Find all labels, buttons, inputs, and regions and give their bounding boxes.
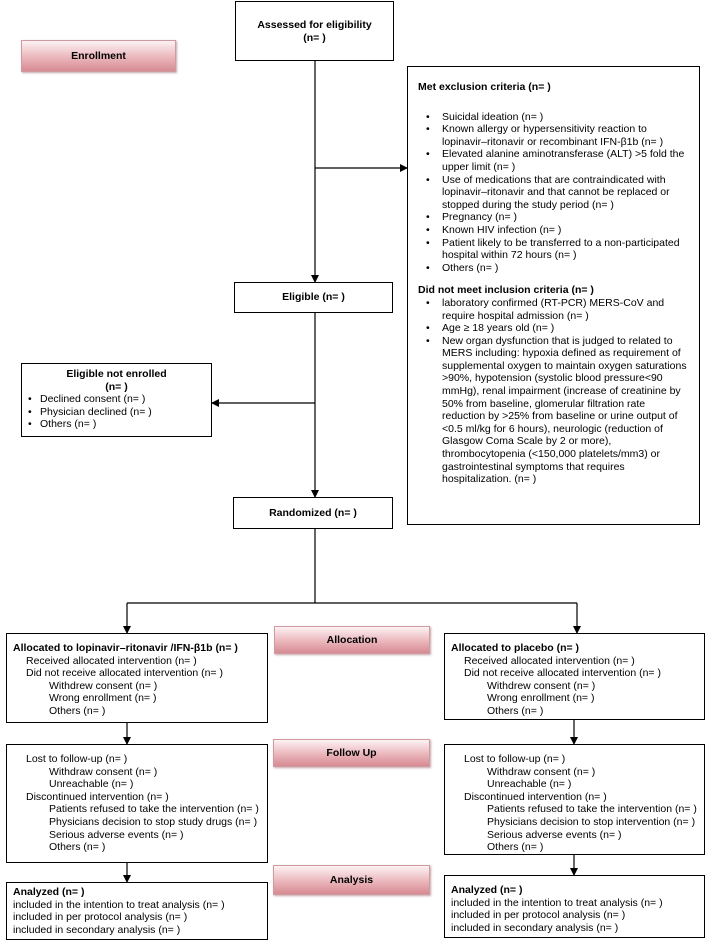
randomized-box: Randomized (n= ) <box>233 497 393 529</box>
analysis-right-title: Analyzed (n= ) <box>451 884 523 896</box>
list-item: Others (n= ) <box>26 418 207 431</box>
sub-item: Withdrew consent (n= ) <box>487 679 596 692</box>
sub-item: Patients refused to take the interventio… <box>487 803 697 816</box>
enrollment-tag: Enrollment <box>21 40 176 72</box>
list-item: Known allergy or hypersensitivity reacti… <box>418 123 689 148</box>
analysis-left-title: Analyzed (n= ) <box>13 886 85 898</box>
list-item: Suicidal ideation (n= ) <box>418 111 689 124</box>
list-item: Known HIV infection (n= ) <box>418 224 689 237</box>
analysis-right-box: Analyzed (n= ) included in the intention… <box>444 875 705 938</box>
follow-up-left-box: Lost to follow-up (n= ) Withdraw consent… <box>6 744 268 863</box>
analysis-item: included in secondary analysis (n= ) <box>13 923 181 936</box>
not-received-row: Did not receive allocated intervention (… <box>451 667 698 680</box>
lost-row: Lost to follow-up (n= ) <box>451 753 698 766</box>
received-label: Received allocated intervention (n= ) <box>26 654 197 667</box>
list-item: laboratory confirmed (RT-PCR) MERS-CoV a… <box>418 297 689 322</box>
not-met-inclusion-title: Did not meet inclusion criteria (n= ) <box>418 284 594 297</box>
list-item: Others (n= ) <box>418 262 689 275</box>
lost-row: Lost to follow-up (n= ) <box>13 753 261 766</box>
sub-item: Unreachable (n= ) <box>487 778 572 791</box>
analysis-item: included in per protocol analysis (n= ) <box>451 909 626 922</box>
exclusion-box: Met exclusion criteria (n= ) Suicidal id… <box>407 66 700 525</box>
assessed-count: (n= ) <box>303 31 326 44</box>
list-item: Physician declined (n= ) <box>26 406 207 419</box>
analysis-item: included in the intention to treat analy… <box>13 898 225 911</box>
sub-item: Withdrew consent (n= ) <box>49 679 158 692</box>
assessed-box: Assessed for eligibility (n= ) <box>235 1 394 61</box>
sub-item: Others (n= ) <box>487 704 544 717</box>
list-item: Patient likely to be transferred to a no… <box>418 237 689 262</box>
not-received-label: Did not receive allocated intervention (… <box>26 667 223 680</box>
not-received-row: Did not receive allocated intervention (… <box>13 667 261 680</box>
allocation-right-box: Allocated to placebo (n= ) Received allo… <box>444 633 705 720</box>
sub-item: Others (n= ) <box>487 841 544 854</box>
sub-item: Physicians decision to stop intervention… <box>487 815 696 828</box>
sub-item: Unreachable (n= ) <box>49 778 134 791</box>
not-received-label: Did not receive allocated intervention (… <box>464 667 661 680</box>
list-item: New organ dysfunction that is judged to … <box>418 335 689 486</box>
lost-label: Lost to follow-up (n= ) <box>464 753 566 765</box>
received-row: Received allocated intervention (n= ) <box>451 655 698 668</box>
list-item: Age ≥ 18 years old (n= ) <box>418 322 689 335</box>
sub-item: Wrong enrollment (n= ) <box>487 692 595 705</box>
allocation-left-box: Allocated to lopinavir–ritonavir /IFN-β1… <box>6 633 268 723</box>
list-item: Use of medications that are contraindica… <box>418 174 689 212</box>
list-item: Pregnancy (n= ) <box>418 211 689 224</box>
allocation-tag: Allocation <box>274 626 430 654</box>
sub-item: Physicians decision to stop study drugs … <box>49 815 258 828</box>
discontinued-label: Discontinued intervention (n= ) <box>26 790 169 803</box>
discontinued-row: Discontinued intervention (n= ) <box>451 791 698 804</box>
lost-label: Lost to follow-up (n= ) <box>26 753 128 765</box>
analysis-tag: Analysis <box>273 865 430 895</box>
analysis-item: included in per protocol analysis (n= ) <box>13 911 188 924</box>
list-item: Declined consent (n= ) <box>26 393 207 406</box>
sub-item: Withdraw consent (n= ) <box>487 765 596 778</box>
list-item: Elevated alanine aminotransferase (ALT) … <box>418 148 689 173</box>
randomized-label: Randomized (n= ) <box>269 507 357 519</box>
not-enrolled-title: Eligible not enrolled <box>66 368 167 380</box>
eligible-label: Eligible (n= ) <box>282 291 345 303</box>
sub-item: Serious adverse events (n= ) <box>487 828 622 841</box>
sub-item: Serious adverse events (n= ) <box>49 828 184 841</box>
met-exclusion-title: Met exclusion criteria (n= ) <box>418 81 551 93</box>
analysis-left-box: Analyzed (n= ) included in the intention… <box>6 882 268 940</box>
allocation-right-title: Allocated to placebo (n= ) <box>451 642 580 654</box>
met-exclusion-list: Suicidal ideation (n= ) Known allergy or… <box>418 111 689 275</box>
discontinued-row: Discontinued intervention (n= ) <box>13 791 261 804</box>
received-label: Received allocated intervention (n= ) <box>464 654 635 667</box>
analysis-item: included in secondary analysis (n= ) <box>451 921 619 934</box>
discontinued-label: Discontinued intervention (n= ) <box>464 790 607 803</box>
not-enrolled-count: (n= ) <box>105 380 128 393</box>
analysis-item: included in the intention to treat analy… <box>451 896 663 909</box>
not-enrolled-box: Eligible not enrolled (n= ) Declined con… <box>21 363 212 437</box>
not-met-inclusion-list: laboratory confirmed (RT-PCR) MERS-CoV a… <box>418 297 689 486</box>
sub-item: Patients refused to take the interventio… <box>49 803 259 816</box>
sub-item: Wrong enrollment (n= ) <box>49 692 157 705</box>
sub-item: Others (n= ) <box>49 704 106 717</box>
eligible-box: Eligible (n= ) <box>234 282 393 313</box>
allocation-left-title: Allocated to lopinavir–ritonavir /IFN-β1… <box>13 642 238 654</box>
sub-item: Withdraw consent (n= ) <box>49 765 158 778</box>
received-row: Received allocated intervention (n= ) <box>13 655 261 668</box>
assessed-label: Assessed for eligibility <box>257 19 372 31</box>
follow-up-right-box: Lost to follow-up (n= ) Withdraw consent… <box>444 744 705 855</box>
sub-item: Others (n= ) <box>49 841 106 854</box>
not-enrolled-list: Declined consent (n= ) Physician decline… <box>26 393 207 431</box>
follow-up-tag: Follow Up <box>273 739 430 767</box>
